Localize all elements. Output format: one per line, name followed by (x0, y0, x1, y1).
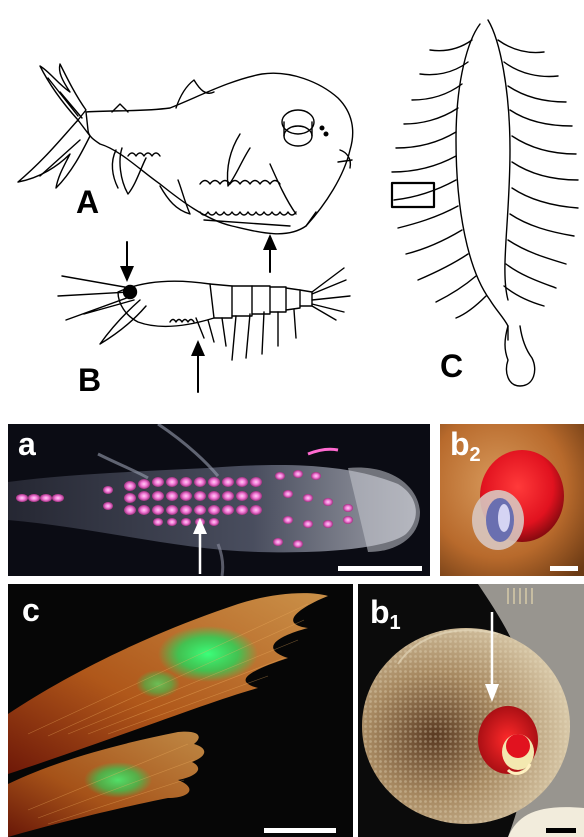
hatchetfish-drawing (18, 64, 353, 272)
panel-label-b2: b2 (450, 428, 481, 465)
photophore-photo (8, 424, 430, 576)
shrimp-drawing (58, 242, 350, 392)
panel-label-b2-subscript: 2 (470, 444, 481, 466)
drawing-area: A B C (0, 0, 584, 410)
panel-label-b2-letter: b (450, 426, 470, 462)
panel-label-a: a (18, 428, 36, 460)
photo-a: a (8, 424, 430, 576)
panel-label-b1-letter: b (370, 594, 390, 630)
gill-drawing (392, 20, 578, 386)
panel-label-A: A (76, 186, 99, 218)
panel-label-B: B (78, 364, 101, 396)
photo-c: c (8, 584, 353, 837)
panel-label-b1: b1 (370, 596, 401, 633)
panel-label-c: c (22, 594, 40, 626)
photo-b2: b2 (440, 424, 584, 576)
fluorescence-photo (8, 584, 353, 837)
panel-label-C: C (440, 350, 463, 382)
photo-b1: b1 (358, 584, 584, 837)
panel-label-b1-subscript: 1 (390, 612, 401, 634)
